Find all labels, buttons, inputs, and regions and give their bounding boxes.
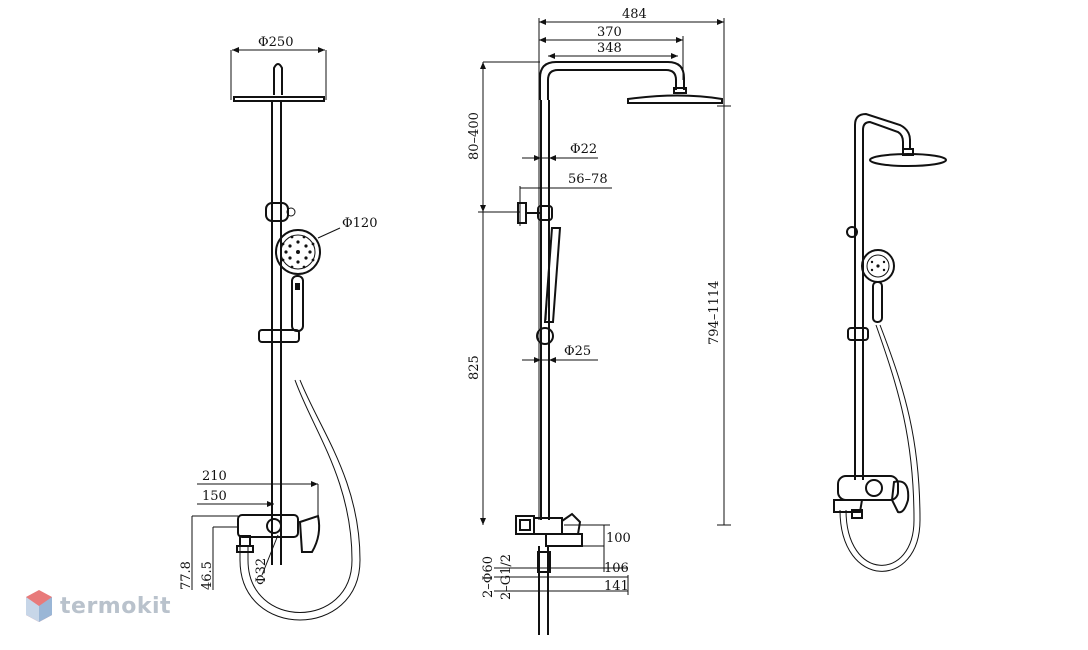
arm-outer-label: 370 — [597, 25, 622, 40]
hexagon-logo-icon — [26, 590, 52, 622]
hand-shower-front — [275, 229, 321, 332]
head-diameter-label: Φ250 — [258, 35, 293, 50]
total-height-label: 794–1114 — [707, 281, 722, 345]
head-offset-label: 80–400 — [467, 112, 482, 160]
pipe-diameter-label: Φ25 — [564, 344, 591, 359]
rail-height-label: 825 — [467, 355, 482, 380]
spout-depth-label: 106 — [604, 561, 629, 576]
spout-reach-label: 141 — [604, 579, 629, 594]
total-width-label: 484 — [622, 7, 647, 22]
brand-logo: termokit — [24, 586, 171, 626]
brand-name: termokit — [60, 593, 172, 619]
pipe-top-diameter-label: Φ22 — [570, 142, 597, 157]
spout-width-label: 150 — [202, 489, 227, 504]
front-view: Φ250 Φ120 — [179, 35, 377, 621]
inlet-thread-label: 2–G1/2 — [499, 554, 514, 600]
mixer-height-label: 100 — [606, 531, 631, 546]
arm-inner-label: 348 — [597, 41, 622, 56]
side-view: 484 370 348 794–1114 80–400 825 — [467, 7, 731, 635]
hand-diameter-label: Φ120 — [342, 216, 377, 231]
height-outer-label: 77.8 — [179, 561, 194, 590]
height-inner-label: 46.5 — [200, 561, 215, 590]
inlet-diameter-label: 2–Φ60 — [481, 556, 496, 598]
perspective-view — [833, 112, 947, 572]
holder-range-label: 56–78 — [568, 172, 608, 187]
mixer-width-label: 210 — [202, 469, 227, 484]
body-diameter-label: Φ32 — [254, 558, 269, 585]
